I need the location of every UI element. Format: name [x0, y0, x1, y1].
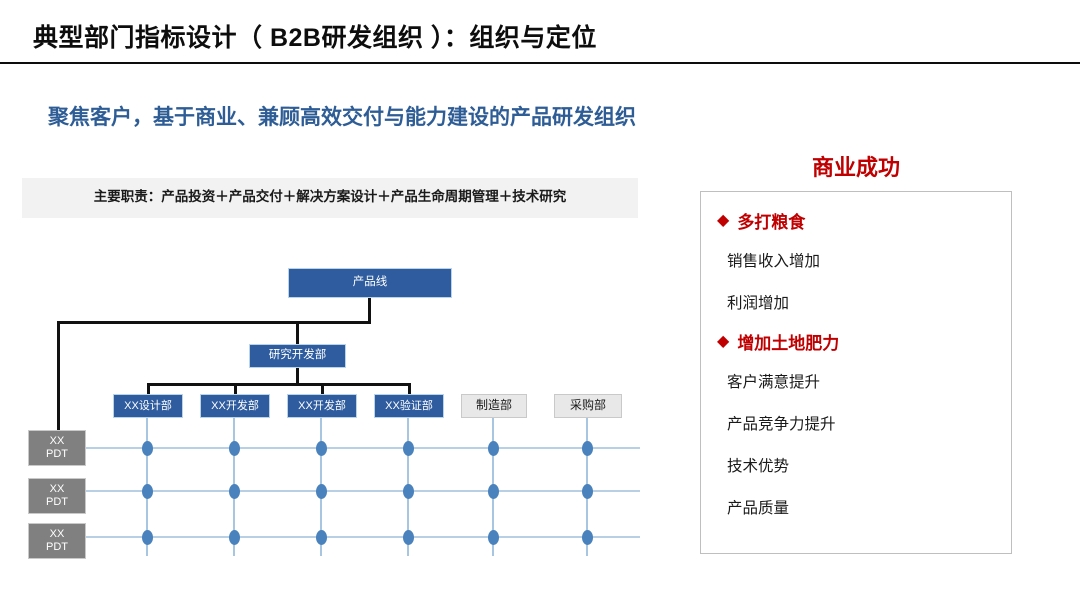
matrix-row-line-1: [28, 490, 640, 492]
diamond-icon: ◆: [717, 332, 730, 350]
org-box-department-5[interactable]: 采购部: [554, 394, 622, 418]
panel-group-label: 增加土地肥力: [737, 334, 840, 353]
business-success-panel: ◆ 多打粮食销售收入增加利润增加 ◆ 增加土地肥力客户满意提升产品竞争力提升技术优势产…: [700, 191, 1012, 554]
panel-item-1-3[interactable]: 产品质量: [727, 500, 790, 517]
matrix-node-r2-c2[interactable]: [315, 529, 327, 545]
pdt-line1: XX: [49, 435, 65, 448]
subtitle: 聚焦客户，基于商业、兼顾高效交付与能力建设的产品研发组织: [48, 106, 636, 129]
matrix-node-r1-c0[interactable]: [141, 483, 153, 499]
pdt-line2: PDT: [46, 448, 68, 460]
matrix-node-r2-c1[interactable]: [228, 529, 240, 545]
org-box-department-0[interactable]: XX设计部: [113, 394, 183, 418]
org-box-department-1[interactable]: XX开发部: [200, 394, 270, 418]
matrix-row-line-0: [28, 447, 640, 449]
org-box-department-2[interactable]: XX开发部: [287, 394, 357, 418]
panel-group-heading-1: ◆ 增加土地肥力: [701, 329, 1011, 354]
pdt-box-1[interactable]: XX PDT: [28, 478, 86, 514]
matrix-node-r2-c3[interactable]: [402, 529, 414, 545]
title-divider: [0, 62, 1080, 64]
matrix-node-r0-c1[interactable]: [228, 440, 240, 456]
pdt-line1: XX: [49, 528, 65, 541]
matrix-node-r2-c5[interactable]: [581, 529, 593, 545]
org-box-department-4[interactable]: 制造部: [461, 394, 527, 418]
pdt-line2: PDT: [46, 541, 68, 553]
panel-item-1-2[interactable]: 技术优势: [727, 458, 790, 475]
matrix-node-r0-c4[interactable]: [487, 440, 499, 456]
connector-dept-0: [147, 383, 150, 395]
matrix-node-r2-c4[interactable]: [487, 529, 499, 545]
panel-item-0-1[interactable]: 利润增加: [727, 295, 790, 312]
matrix-node-r1-c1[interactable]: [228, 483, 240, 499]
connector-productline-down: [368, 298, 371, 324]
matrix-node-r1-c5[interactable]: [581, 483, 593, 499]
matrix-node-r0-c0[interactable]: [141, 440, 153, 456]
pdt-line1: XX: [49, 483, 65, 496]
org-box-rnd-department[interactable]: 研究开发部: [249, 344, 346, 368]
panel-item-1-0[interactable]: 客户满意提升: [727, 374, 821, 391]
org-box-product-line[interactable]: 产品线: [288, 268, 452, 298]
connector-to-pdt-stack: [57, 321, 60, 433]
business-success-title: 商业成功: [811, 155, 900, 180]
panel-item-0-0[interactable]: 销售收入增加: [727, 253, 821, 270]
matrix-node-r0-c3[interactable]: [402, 440, 414, 456]
panel-item-1-1[interactable]: 产品竞争力提升: [727, 416, 836, 433]
diamond-icon: ◆: [717, 211, 730, 229]
pdt-line2: PDT: [46, 496, 68, 508]
responsibility-band: 主要职责：产品投资＋产品交付＋解决方案设计＋产品生命周期管理＋技术研究: [22, 178, 638, 219]
org-box-department-3[interactable]: XX验证部: [374, 394, 444, 418]
connector-dept-2: [321, 383, 324, 395]
connector-bus-to-rnd: [296, 321, 299, 344]
matrix-node-r1-c2[interactable]: [315, 483, 327, 499]
panel-group-label: 多打粮食: [737, 213, 806, 232]
connector-dept-3: [408, 383, 411, 395]
panel-group-heading-0: ◆ 多打粮食: [701, 208, 1011, 233]
matrix-grid: [28, 418, 640, 556]
connector-dept-1: [234, 383, 237, 395]
matrix-node-r2-c0[interactable]: [141, 529, 153, 545]
matrix-node-r0-c5[interactable]: [581, 440, 593, 456]
connector-department-bus: [147, 383, 410, 386]
matrix-node-r1-c3[interactable]: [402, 483, 414, 499]
matrix-node-r1-c4[interactable]: [487, 483, 499, 499]
pdt-box-2[interactable]: XX PDT: [28, 523, 86, 559]
page-title: 典型部门指标设计（ B2B研发组织 ）：组织与定位: [33, 24, 597, 52]
connector-main-bus: [57, 321, 371, 324]
connector-rnd-down: [296, 368, 299, 385]
pdt-box-0[interactable]: XX PDT: [28, 430, 86, 466]
matrix-row-line-2: [28, 536, 640, 538]
matrix-node-r0-c2[interactable]: [315, 440, 327, 456]
org-chart: 产品线 研究开发部 XX设计部 XX开发部 XX开发部 XX验证部 制造部 采购…: [28, 268, 622, 559]
